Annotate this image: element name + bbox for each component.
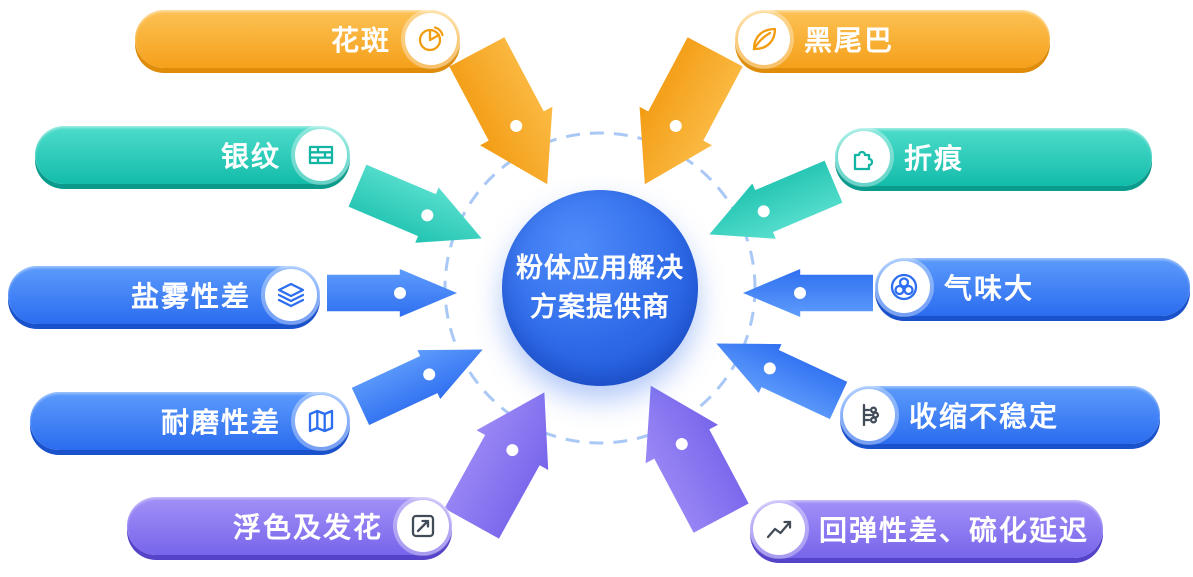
pill-label: 黑尾巴 — [804, 24, 895, 57]
pill-yanwu: 盐雾性差 — [8, 266, 320, 324]
pill-fuse: 浮色及发花 — [127, 497, 452, 555]
map-icon — [295, 395, 347, 447]
pill-yinwen: 银纹 — [35, 126, 350, 184]
pill-naimo: 耐磨性差 — [30, 392, 350, 450]
arrow-qiwei-to-center — [743, 269, 873, 317]
pill-label: 耐磨性差 — [160, 406, 281, 439]
arrow-dot — [393, 287, 406, 299]
trend-chart-icon — [753, 503, 805, 555]
pill-huaban: 花斑 — [135, 10, 460, 68]
center-circle: 粉体应用解决 方案提供商 — [502, 190, 698, 386]
pill-huitan: 回弹性差、硫化延迟 — [750, 500, 1103, 558]
pill-label: 盐雾性差 — [130, 280, 251, 313]
pill-zhehen: 折痕 — [835, 128, 1152, 186]
leaf-icon — [738, 13, 790, 65]
pill-label: 浮色及发花 — [232, 511, 383, 544]
arrow-yanwu-to-center — [327, 269, 457, 317]
pill-label: 银纹 — [220, 140, 281, 173]
pill-label: 收缩不稳定 — [909, 400, 1060, 433]
branch-dots-icon — [843, 389, 895, 441]
pill-heiweiba: 黑尾巴 — [735, 10, 1050, 68]
arrow-dot — [794, 287, 807, 299]
pill-shousuo: 收缩不稳定 — [840, 386, 1160, 444]
pill-label: 花斑 — [330, 24, 391, 57]
bricks-icon — [295, 129, 347, 181]
center-title-line1: 粉体应用解决 — [516, 252, 684, 284]
puzzle-icon — [838, 131, 890, 183]
pill-label: 折痕 — [904, 142, 965, 175]
arrow-body — [327, 269, 457, 317]
pill-qiwei: 气味大 — [875, 258, 1190, 316]
arrow-body — [743, 269, 873, 317]
bubbles-icon — [878, 261, 930, 313]
layers-icon — [265, 269, 317, 321]
arrow-box-icon — [397, 500, 449, 552]
pie-chart-icon — [405, 13, 457, 65]
center-title-line2: 方案提供商 — [530, 292, 670, 323]
pill-label: 气味大 — [944, 272, 1035, 305]
pill-label: 回弹性差、硫化延迟 — [819, 514, 1090, 547]
